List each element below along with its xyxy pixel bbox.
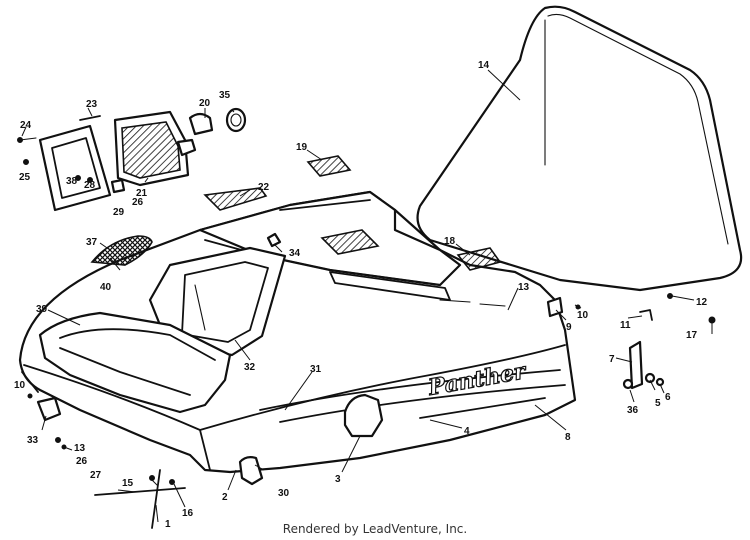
callout-29: 29 xyxy=(113,207,125,218)
callout-6: 6 xyxy=(665,392,671,403)
callout-10: 10 xyxy=(577,310,589,321)
callout-26b: 26 xyxy=(76,456,88,467)
callout-33: 33 xyxy=(27,435,39,446)
callout-5: 5 xyxy=(655,398,661,409)
tether-cable xyxy=(94,487,186,496)
callout-28: 28 xyxy=(84,180,96,191)
callout-26: 26 xyxy=(132,197,144,208)
windshield xyxy=(416,5,743,292)
callout-37: 37 xyxy=(86,237,98,248)
callout-39: 39 xyxy=(36,304,48,315)
callout-20: 20 xyxy=(199,98,211,109)
console xyxy=(198,190,506,307)
headlight-bezel xyxy=(38,124,112,212)
callout-32: 32 xyxy=(244,362,256,373)
decal-pad-19 xyxy=(306,155,352,177)
callout-11: 11 xyxy=(620,320,631,331)
callout-36: 36 xyxy=(627,405,639,416)
callout-8: 8 xyxy=(565,432,571,443)
callout-12: 12 xyxy=(696,297,708,308)
callout-30: 30 xyxy=(278,488,290,499)
bulb-and-socket xyxy=(188,107,247,136)
callout-7: 7 xyxy=(609,354,615,365)
callout-18: 18 xyxy=(444,236,456,247)
callout-4: 4 xyxy=(464,426,470,437)
attribution-footer: Rendered by LeadVenture, Inc. xyxy=(282,522,468,536)
hood-latch xyxy=(622,340,665,390)
callout-labels: 1 2 3 4 5 6 7 8 9 10 10 11 12 13 13 14 1… xyxy=(14,60,708,530)
callout-23: 23 xyxy=(86,99,98,110)
callout-17: 17 xyxy=(686,330,698,341)
callout-3: 3 xyxy=(335,474,341,485)
callout-24: 24 xyxy=(20,120,32,131)
callout-14: 14 xyxy=(478,60,490,71)
knob xyxy=(266,232,282,248)
callout-13b: 13 xyxy=(74,443,86,454)
callout-25: 25 xyxy=(19,172,31,183)
callout-34: 34 xyxy=(289,248,301,259)
callout-22: 22 xyxy=(258,182,270,193)
callout-15: 15 xyxy=(122,478,134,489)
callout-31: 31 xyxy=(310,364,322,375)
access-panel xyxy=(343,393,384,438)
intake-screen xyxy=(90,235,153,266)
hinge-bracket xyxy=(546,296,564,318)
callout-19: 19 xyxy=(296,142,308,153)
callout-13: 13 xyxy=(518,282,530,293)
leader-lines xyxy=(21,69,713,523)
support-rod xyxy=(151,469,161,529)
headlight-assembly xyxy=(113,110,197,187)
callout-35: 35 xyxy=(219,90,231,101)
vent-grille xyxy=(203,187,268,211)
callout-38: 38 xyxy=(66,176,78,187)
nose-recess xyxy=(38,311,232,414)
callout-27: 27 xyxy=(90,470,102,481)
callout-16: 16 xyxy=(182,508,194,519)
latch-clip xyxy=(639,309,653,321)
callout-10b: 10 xyxy=(14,380,26,391)
callout-1: 1 xyxy=(165,519,171,530)
callout-2: 2 xyxy=(222,492,228,503)
callout-40: 40 xyxy=(100,282,112,293)
callout-21: 21 xyxy=(136,188,148,199)
headlight-opening xyxy=(148,246,287,357)
callout-9: 9 xyxy=(566,322,572,333)
nose-bumper xyxy=(238,456,264,486)
